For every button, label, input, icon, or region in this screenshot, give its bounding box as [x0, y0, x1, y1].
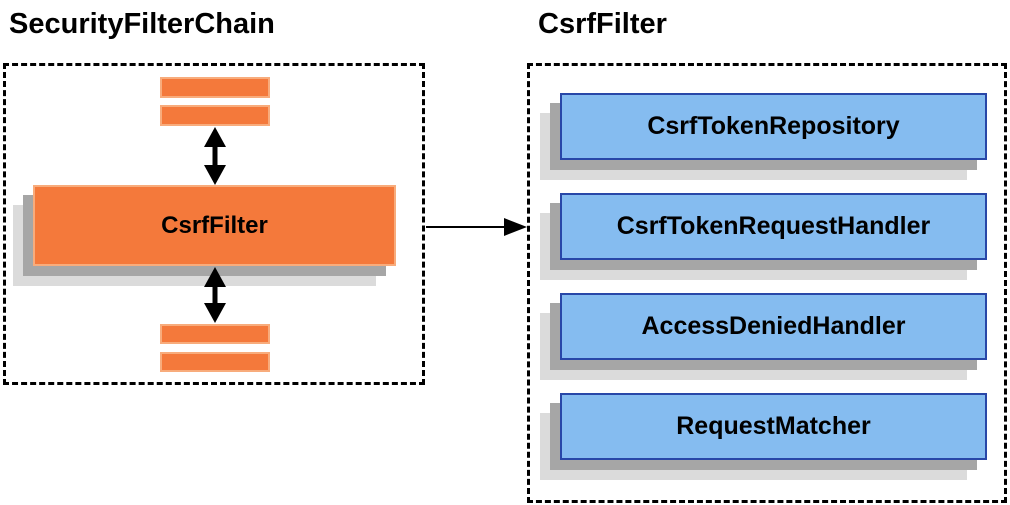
security-filter-chain-panel: [3, 63, 425, 385]
component-box-csrf-token-repository: CsrfTokenRepository: [560, 93, 987, 160]
filter-stub-bar: [160, 324, 270, 344]
csrf-filter-box: CsrfFilter: [33, 185, 396, 266]
component-box-access-denied-handler: AccessDeniedHandler: [560, 293, 987, 360]
component-box-request-matcher: RequestMatcher: [560, 393, 987, 460]
flow-arrow-icon: [426, 218, 527, 236]
csrf-filter-title: CsrfFilter: [538, 8, 667, 40]
filter-stub-bar: [160, 352, 270, 372]
component-box-csrf-token-request-handler: CsrfTokenRequestHandler: [560, 193, 987, 260]
security-filter-chain-title: SecurityFilterChain: [9, 8, 275, 40]
filter-stub-bar: [160, 105, 270, 126]
filter-stub-bar: [160, 77, 270, 98]
csrf-filter-components-panel: [527, 63, 1007, 503]
